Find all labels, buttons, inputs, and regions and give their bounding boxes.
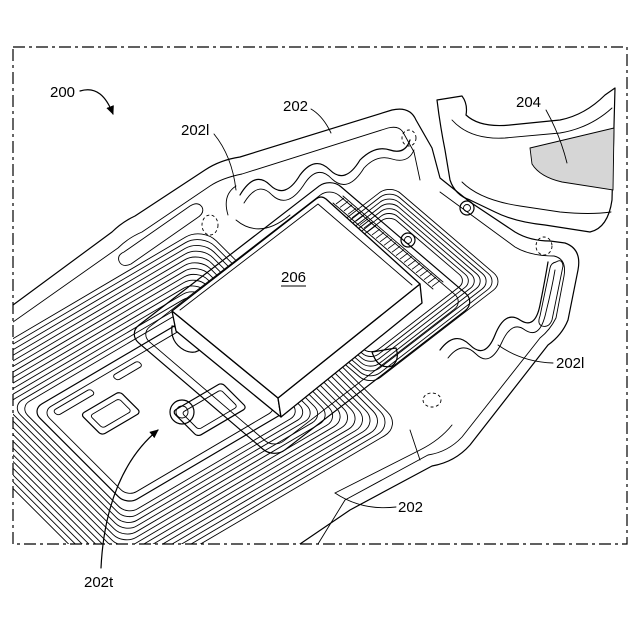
comb-tooth [372, 229, 380, 235]
comb-tooth [396, 250, 404, 256]
comb-tooth [412, 263, 420, 269]
label-200: 200 [50, 84, 75, 101]
comb-tooth [420, 270, 428, 276]
label-202l-top: 202l [181, 122, 209, 139]
block-top-face [172, 197, 420, 398]
substrate-lower-edge [335, 425, 452, 493]
comb-tooth [368, 226, 376, 232]
comb-tooth [404, 256, 412, 262]
comb-tooth [424, 274, 432, 280]
drawing-body [0, 88, 615, 593]
label-202-top: 202 [283, 98, 308, 115]
meander-trace-right [440, 262, 555, 359]
component-pad-upper [81, 391, 141, 435]
flex-tail-shaded-band [530, 128, 614, 190]
comb-tooth [392, 246, 400, 252]
comb-tooth [336, 198, 344, 204]
comb-tooth [416, 267, 424, 273]
comb-tooth [376, 232, 384, 238]
comb-tooth [400, 253, 408, 259]
leader-200 [80, 90, 113, 114]
comb-tooth [340, 201, 348, 207]
comb-tooth [344, 205, 352, 211]
label-206: 206 [281, 269, 306, 286]
comb-tooth [428, 277, 436, 283]
comb-tooth [380, 236, 388, 242]
label-202l-right: 202l [556, 355, 584, 372]
component-pad-lower [172, 383, 247, 437]
label-202-bottom: 202 [398, 499, 423, 516]
leader-202t [101, 430, 158, 568]
comb-tooth [408, 260, 416, 266]
comb-tooth [388, 243, 396, 249]
leader-202-bottom [335, 493, 396, 508]
comb-tooth [384, 239, 392, 245]
comb-tooth [432, 281, 440, 287]
label-202t: 202t [84, 574, 114, 591]
block-206 [172, 197, 422, 417]
leader-202l-right [498, 345, 553, 363]
label-204: 204 [516, 94, 541, 111]
